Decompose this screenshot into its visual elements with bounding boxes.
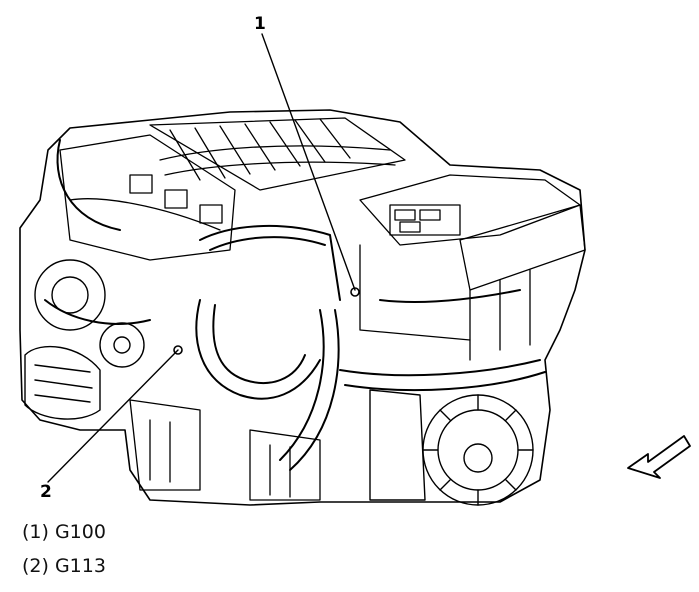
legend: (1) G100 (2) G113	[22, 515, 106, 583]
hoses	[44, 139, 546, 471]
callout-number-2: 2	[40, 482, 52, 502]
fuse-block	[359, 174, 586, 361]
arrow-left-down-icon	[627, 435, 691, 479]
intake-manifold	[149, 117, 406, 191]
engine-diagram	[19, 33, 691, 506]
cylinder-head	[59, 134, 236, 261]
legend-item-g100: (1) G100	[22, 521, 106, 543]
ground-markers	[173, 287, 360, 355]
callout-number-1: 1	[254, 14, 266, 34]
flywheel	[369, 389, 534, 506]
legend-item-g113: (2) G113	[22, 555, 106, 577]
lower-block	[129, 399, 321, 501]
ground-g100-marker	[350, 287, 360, 297]
leader-line-1	[261, 33, 356, 291]
ground-g113-marker	[173, 345, 183, 355]
generator	[24, 259, 145, 420]
leader-line-2	[47, 349, 179, 483]
engine-outline	[19, 109, 586, 506]
leader-lines	[47, 33, 356, 483]
